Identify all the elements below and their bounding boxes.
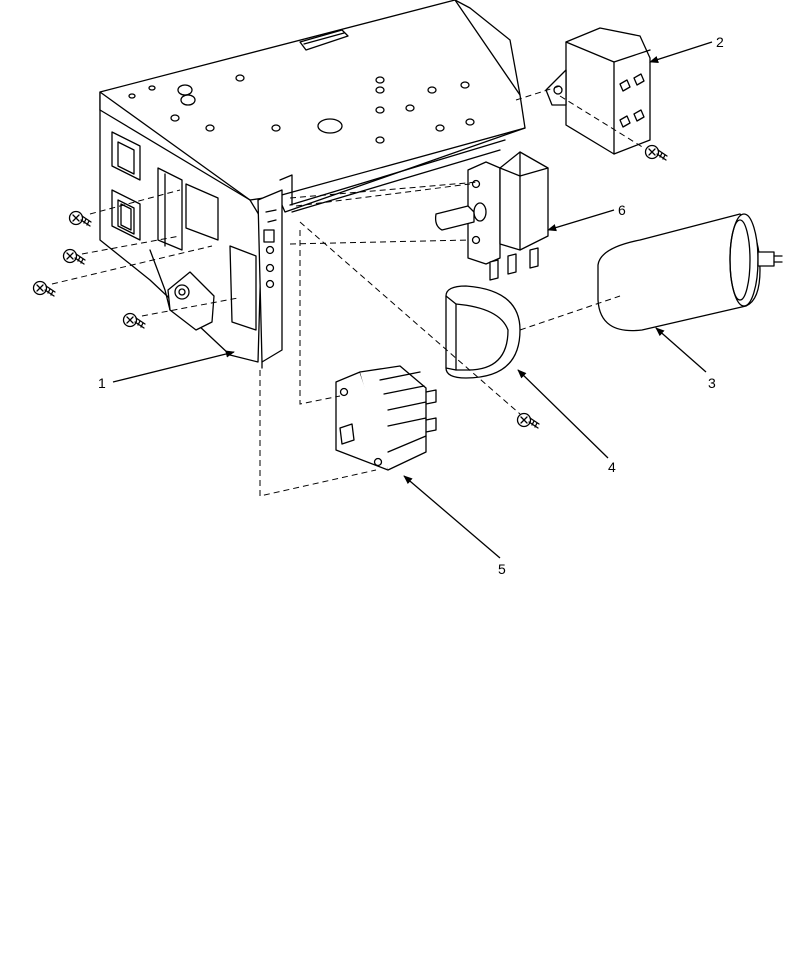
callout-6: 6 <box>618 202 626 218</box>
capacitor <box>597 213 783 332</box>
rotary-switch <box>434 151 549 281</box>
control-bracket <box>99 0 526 369</box>
assembly-lines <box>51 85 645 497</box>
callout-4: 4 <box>608 459 616 475</box>
callout-5: 5 <box>498 561 506 577</box>
callout-2: 2 <box>716 34 724 50</box>
capacitor-strap <box>445 285 521 379</box>
callout-1: 1 <box>98 375 106 391</box>
callouts: 1 2 3 4 5 6 <box>98 34 724 577</box>
relay-switch <box>335 365 437 471</box>
terminal-block <box>545 27 651 155</box>
callout-3: 3 <box>708 375 716 391</box>
